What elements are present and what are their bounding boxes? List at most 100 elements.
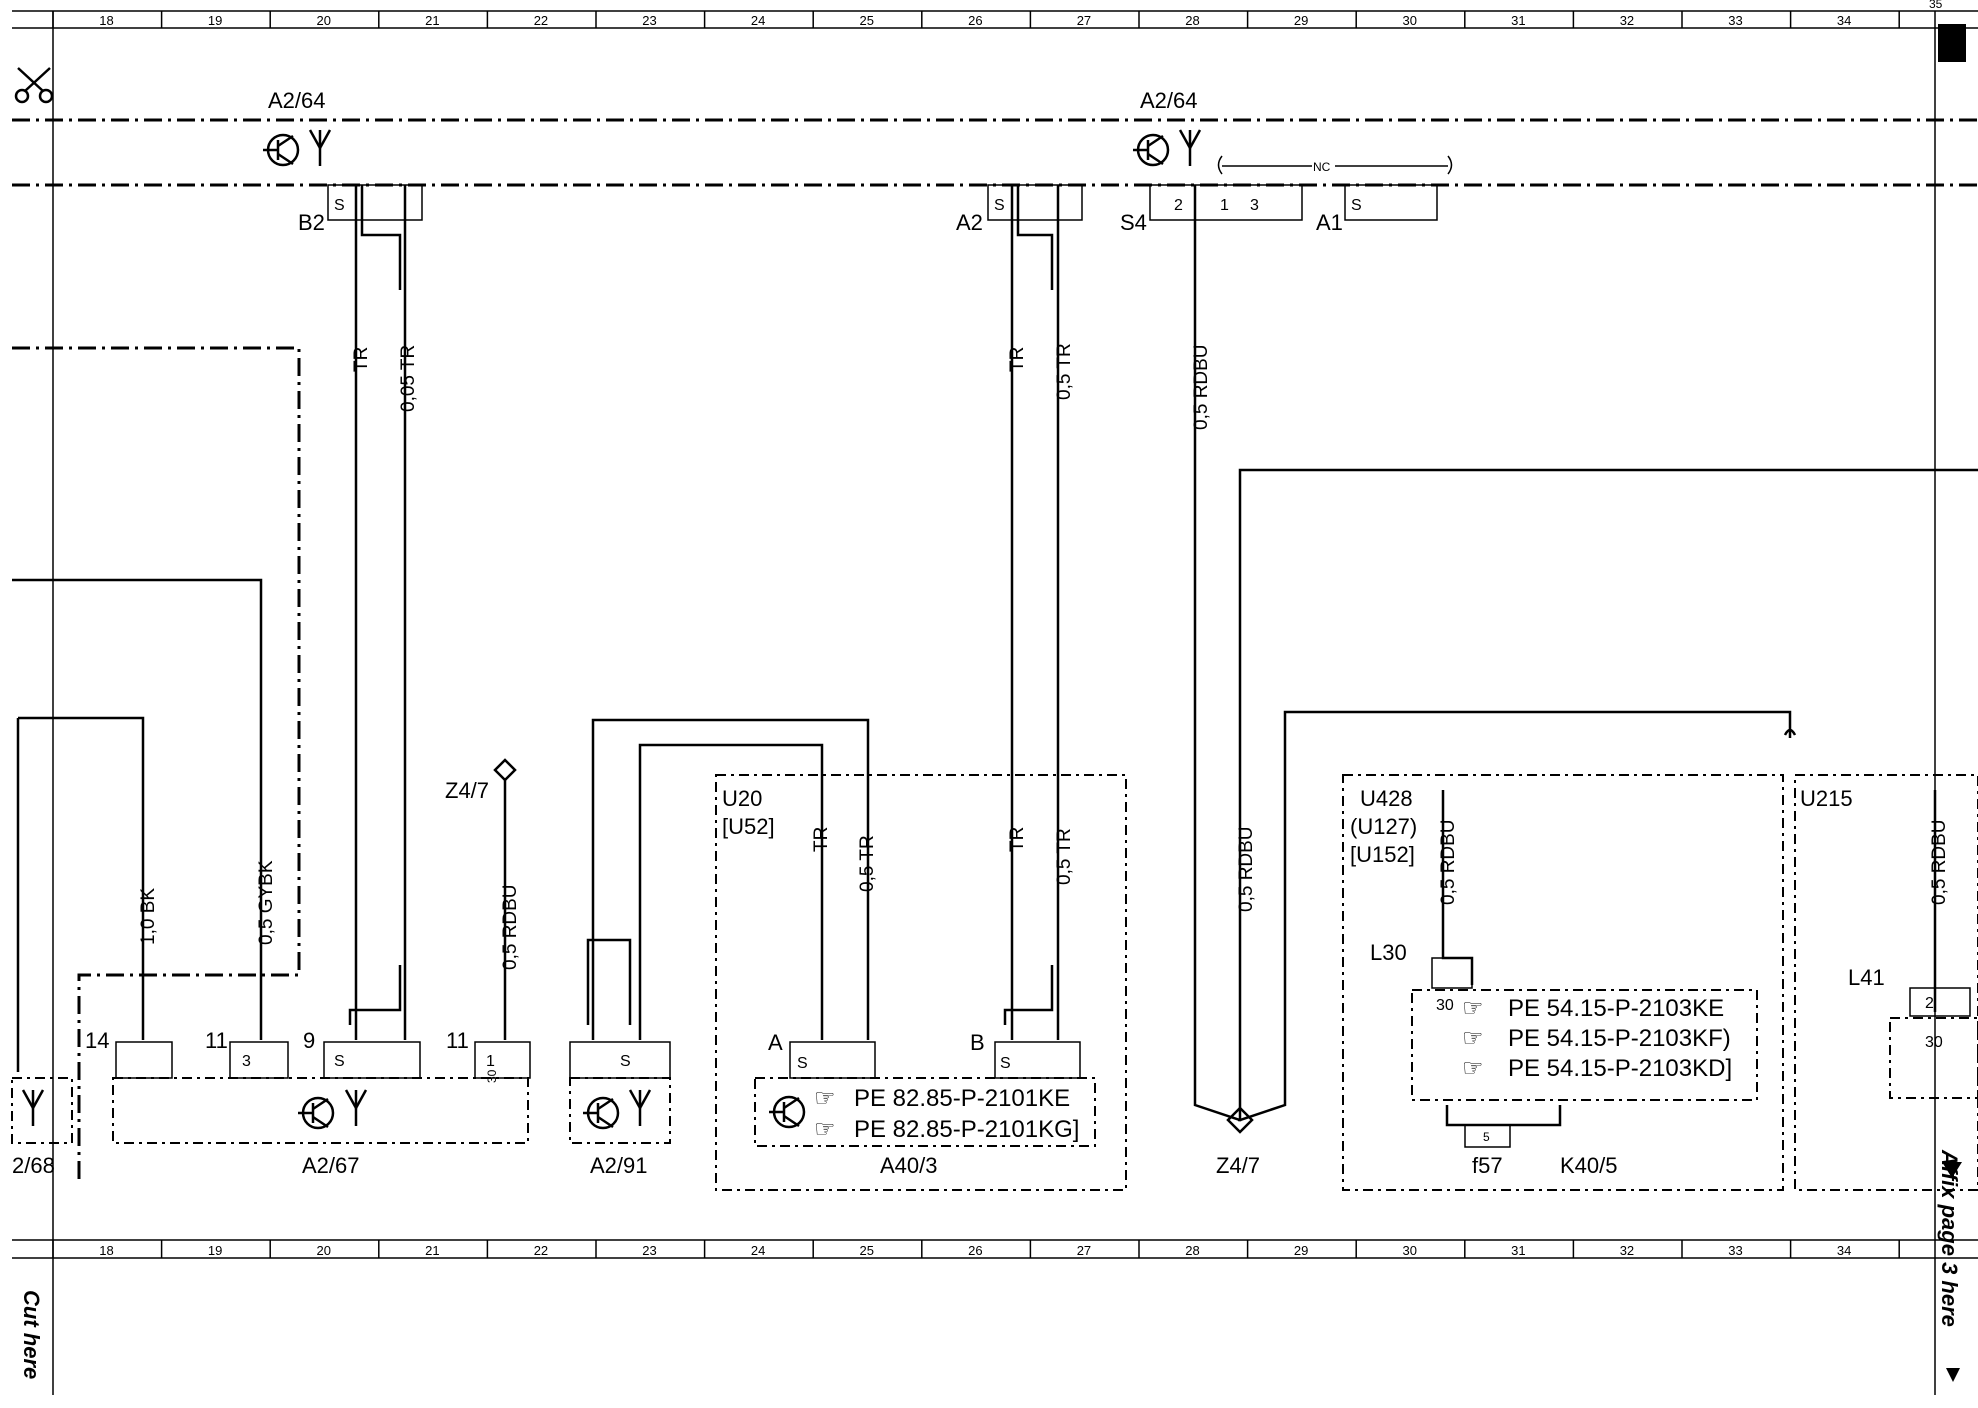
top-grid-number: 27 (1077, 13, 1091, 28)
shield-label: S (1351, 197, 1362, 214)
module-label: U428 (1360, 786, 1413, 811)
wire-a2-91-outer (591, 718, 870, 1040)
pointing-hand-icon: ☞ (814, 1116, 836, 1143)
wire-label: TR (1007, 827, 1028, 852)
reference-pe-54-15-kf[interactable]: PE 54.15-P-2103KF) (1508, 1025, 1731, 1052)
bottom-grid-number: 19 (208, 1243, 222, 1258)
pin-label: 2 (1925, 995, 1934, 1012)
top-grid-number: 31 (1511, 13, 1525, 28)
edge-number: 35 (1929, 0, 1943, 11)
wire-label: TR (351, 347, 372, 372)
top-grid-number: 23 (642, 13, 656, 28)
connector-l41 (1909, 987, 1971, 1017)
arrow-down-icon (1946, 1368, 1960, 1382)
top-grid-number: 30 (1403, 13, 1417, 28)
pin-label: 14 (85, 1028, 109, 1053)
connector-a1-housing (1344, 184, 1438, 221)
bottom-grid-number: 23 (642, 1243, 656, 1258)
pointing-hand-icon: ☞ (1462, 1025, 1484, 1052)
top-grid-number: 19 (208, 13, 222, 28)
top-grid-number: 18 (99, 13, 113, 28)
top-grid-number: 24 (751, 13, 765, 28)
wire-bk (18, 716, 145, 1040)
pin-label: 3 (242, 1053, 251, 1070)
connector-b2-housing (327, 184, 423, 221)
pin-label: 1 (486, 1053, 495, 1070)
wire-label: 1,0 BK (138, 888, 159, 945)
scissors-icon (14, 67, 54, 104)
transistor-icon (263, 133, 300, 167)
bottom-grid-number: 29 (1294, 1243, 1308, 1258)
reference-pe-82-85-ke[interactable]: PE 82.85-P-2101KE (854, 1085, 1070, 1112)
bottom-grid-number: 28 (1185, 1243, 1199, 1258)
pin-label: 1 (1220, 197, 1229, 214)
top-grid-number: 20 (317, 13, 331, 28)
wire-label: 0,5 RDBU (1191, 344, 1212, 430)
module-a2-67 (112, 1077, 529, 1144)
wire-label: 0,5 GYBK (256, 860, 277, 945)
module-label: (U127) (1350, 814, 1417, 839)
reference-pe-54-15-kd[interactable]: PE 54.15-P-2103KD] (1508, 1055, 1732, 1082)
wire-label: 0,5 TR (1054, 828, 1075, 885)
pointing-hand-icon: ☞ (1462, 1055, 1484, 1082)
antenna-icon (308, 129, 332, 166)
nc-label: NC (1313, 160, 1331, 174)
wire-label: 0,5 TR (1054, 343, 1075, 400)
transistor-icon (583, 1096, 620, 1130)
component-label-z4-7-bottom: Z4/7 (1216, 1153, 1260, 1178)
shield-label: S (334, 1053, 345, 1070)
coax-wire-right (1003, 185, 1060, 1040)
connector-label-l30: L30 (1370, 940, 1407, 965)
antenna-icon (21, 1089, 45, 1126)
module-u428 (1342, 774, 1784, 1191)
bottom-grid-number: 30 (1403, 1243, 1417, 1258)
connector-label-a2: A2 (956, 210, 983, 235)
wire-label: 0,5 TR (857, 835, 878, 892)
wire-labels: TR 0,05 TR TR 0,5 TR 0,5 RDBU 1,0 BK 0,5… (138, 343, 1950, 970)
wire-label: 0,5 RDBU (1236, 826, 1257, 912)
transistor-icon (1133, 133, 1170, 167)
component-label-k40-5: K40/5 (1560, 1153, 1618, 1178)
cut-here-label: Cut here (19, 1290, 44, 1379)
nc-bracket: NC (1217, 155, 1453, 175)
module-a2-68 (11, 1077, 73, 1144)
top-grid-number: 21 (425, 13, 439, 28)
pin-label: 5 (1483, 1130, 1490, 1144)
component-label-a2-64-left: A2/64 (268, 88, 326, 113)
reference-pe-82-85-kg[interactable]: PE 82.85-P-2101KG] (854, 1116, 1079, 1143)
wire-label: TR (811, 827, 832, 852)
wire-label: 0,5 RDBU (500, 884, 521, 970)
pin-label: 30 (485, 1069, 499, 1083)
bottom-grid-number: 20 (317, 1243, 331, 1258)
connector-label-a1: A1 (1316, 210, 1343, 235)
top-grid-number: 22 (534, 13, 548, 28)
bottom-grid-number: 21 (425, 1243, 439, 1258)
connector-label-s4: S4 (1120, 210, 1147, 235)
affix-page-label: Affix page 3 here (1937, 1149, 1962, 1327)
wire-label: 0,5 RDBU (1929, 819, 1950, 905)
bottom-grid-number: 22 (534, 1243, 548, 1258)
connector-label-l41: L41 (1848, 965, 1885, 990)
fuse-f57 (1464, 1124, 1511, 1148)
shield-label: S (797, 1055, 808, 1072)
bottom-grid-number: 27 (1077, 1243, 1091, 1258)
reference-pe-54-15-ke[interactable]: PE 54.15-P-2103KE (1508, 995, 1724, 1022)
module-u215-inner (1889, 1017, 1978, 1099)
bottom-grid-number: 24 (751, 1243, 765, 1258)
connector-a2-housing (987, 184, 1083, 221)
top-grid-number: 26 (968, 13, 982, 28)
wire-f57 (1445, 1105, 1562, 1127)
splice-icon (1226, 1106, 1254, 1134)
module-a2-91 (569, 1077, 671, 1144)
component-label-a2-68: 2/68 (12, 1153, 55, 1178)
shield-label: S (1000, 1055, 1011, 1072)
module-label: [U52] (722, 814, 775, 839)
module-boundary-left (12, 346, 301, 1185)
wire-a2-91-inner (638, 743, 824, 1040)
shield-label: S (994, 197, 1005, 214)
wire-a2-91-shield (586, 938, 632, 1025)
transistor-icon (769, 1095, 806, 1129)
component-label-a2-67: A2/67 (302, 1153, 360, 1178)
module-label: U215 (1800, 786, 1853, 811)
